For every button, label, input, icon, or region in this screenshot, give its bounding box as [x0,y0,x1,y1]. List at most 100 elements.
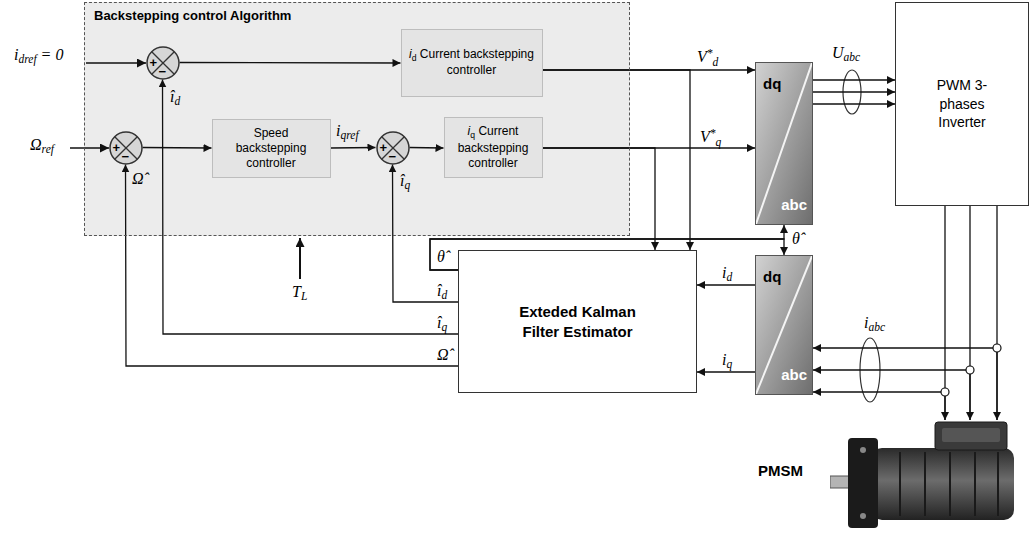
node-text: − [122,149,130,165]
text-part: PMSM [758,462,803,479]
text-part: Ω̂ [132,170,144,187]
text-part: θ̂ [792,230,800,247]
text-part: d [412,52,417,62]
region-fill [84,2,630,236]
text-part: î [437,282,441,299]
node-text: + [113,140,121,156]
control-region: Backstepping control Algorithm+−id Curre… [84,2,630,236]
text-part: q [716,136,722,148]
controller-block: Speed backstepping controller [212,119,331,178]
text-part: q [726,358,732,370]
text-part: î [437,314,441,331]
signal-label: iqref [336,122,359,144]
text-part: − [122,149,130,164]
node-text: abc [781,366,807,384]
summing-junction: +− [376,131,410,165]
text-part: î [400,172,404,189]
node-text: dq [763,268,781,286]
connector-line [813,392,945,420]
transform-block: dq abc [755,62,813,225]
signal-label: Ω̂ [132,170,144,188]
signal-label: θ̂ [437,248,445,266]
text-part: i [864,314,868,331]
signal-label: Ωref [30,136,54,158]
text-part: + [113,140,121,155]
signal-connector [393,165,459,303]
controller-block: iq Current backstepping controller [444,117,543,178]
signal-connector [813,80,895,104]
text-part: d [174,95,180,107]
text-part: i [468,124,471,138]
signal-label: îq [400,172,410,194]
node-text: dq [763,75,781,93]
summing-junction: +− [109,131,143,165]
node-text: Speed backstepping controller [218,126,325,171]
text-part: L [301,290,307,302]
connector-line [813,348,997,420]
signal-connector [410,147,444,149]
text-part: V [697,48,707,65]
signal-connector [331,147,376,149]
text-part: abc [868,321,885,333]
text-part: î [170,88,174,105]
signal-connector [945,206,997,420]
tap-dot [993,344,1001,352]
node-text: id Current backstepping controller [407,47,537,78]
connector-line [180,62,401,64]
connector-line [813,79,895,80]
signal-connector [697,372,755,373]
estimator-block: Exteded Kalman Filter Estimator [458,250,697,393]
signal-label: θ̂ [792,230,800,248]
text-part: d [713,56,719,68]
text-part: − [389,149,397,164]
load-torque-arrow [299,238,301,279]
text-part: dref [18,53,36,65]
text-part: Exteded Kalman Filter Estimator [519,303,636,340]
text-part: i [14,46,18,63]
text-part: ref [42,143,54,155]
connector-line [813,91,895,92]
transform-block: dq abc [755,255,813,395]
node-text: Exteded Kalman Filter Estimator [513,302,643,341]
connector-line [543,70,691,250]
reference-input-line [70,147,109,148]
signal-label: V*d [697,44,718,71]
node-text: − [389,149,397,165]
text-part: qref [340,129,358,141]
signal-label: Uabc [832,44,860,66]
connector-line [393,165,459,303]
signal-connector [126,165,459,367]
connector-line [143,147,212,149]
connector-line [410,147,444,149]
connector-line [126,165,459,367]
text-part: abc [781,196,807,213]
text-part: * [707,47,713,59]
text-part: abc [844,51,861,63]
signal-label: idref = 0 [14,46,63,68]
signal-label: îq [437,314,447,336]
text-part: θ̂ [437,248,445,265]
text-part: Current backstepping controller [417,47,534,77]
text-part: i [722,264,726,281]
signal-label: iq [722,351,732,373]
connector-line [697,371,755,372]
signal-connector [163,80,459,335]
text-part: i [409,47,412,61]
node-text: iq Current backstepping controller [450,124,537,170]
signal-label: TL [292,283,307,305]
signal-connector [697,285,755,286]
text-part: − [159,64,167,79]
text-part: i [722,351,726,368]
node-text: + [380,140,388,156]
text-part: * [710,127,716,139]
node-text: − [159,64,167,80]
node-text: abc [781,196,807,214]
connector-line [813,103,895,104]
text-part: q [470,130,475,140]
text-part: i [336,122,340,139]
node-text: Backstepping control Algorithm [94,8,291,23]
signal-label: îd [170,88,180,110]
tap-dot [941,388,949,396]
text-part: q [441,321,447,333]
